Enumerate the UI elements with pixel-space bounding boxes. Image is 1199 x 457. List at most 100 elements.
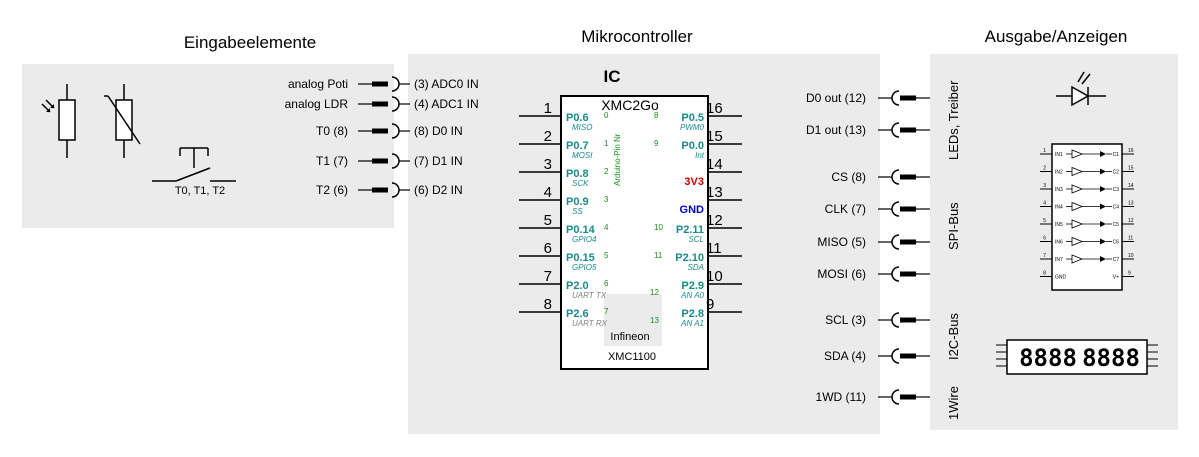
driver-pin-number: 16 <box>1128 148 1134 154</box>
input-section-title: Eingabeelemente <box>184 33 316 52</box>
output-signal-label: SDA (4) <box>824 349 866 363</box>
input-pin-label: (7) D1 IN <box>414 154 463 168</box>
ic-pin-function: SDA <box>688 263 704 272</box>
output-signal-label: D0 out (12) <box>806 91 866 105</box>
ic-pin-function: UART TX <box>572 291 607 300</box>
ic-infineon-box <box>604 294 662 346</box>
connector-socket <box>891 201 900 217</box>
output-signal-label: CS (8) <box>831 170 866 184</box>
ic-arduino-pin: 11 <box>654 251 663 260</box>
connector-plug <box>372 158 388 164</box>
driver-pin-number: 11 <box>1128 236 1133 242</box>
connector-plug <box>900 174 916 180</box>
ic-pin-name: P2.11 <box>676 224 704 236</box>
bus-label-spi: SPI-Bus <box>946 202 961 250</box>
display-digits-right: 8888 <box>1082 344 1140 372</box>
ic-arduino-pin: 7 <box>604 307 609 316</box>
driver-pin-number: 3 <box>1043 183 1046 189</box>
ic-pin-number: 9 <box>706 296 714 313</box>
driver-diode-symbol <box>1100 151 1106 157</box>
connector-socket <box>891 348 900 364</box>
output-connectors: D0 out (12)D1 out (13)CS (8)CLK (7)MISO … <box>806 90 930 405</box>
ic-pin-function: UART RX <box>572 319 608 328</box>
output-signal-label: 1WD (11) <box>816 390 866 404</box>
driver-diode-symbol <box>1100 203 1106 210</box>
ic-arduino-pin: 8 <box>654 111 659 120</box>
ic-arduino-pin: 4 <box>604 223 609 232</box>
driver-diode-symbol <box>1100 221 1106 227</box>
driver-pin-number: 12 <box>1128 218 1134 224</box>
output-connector: D1 out (13) <box>806 122 930 138</box>
ic-pin-name: P2.8 <box>681 308 704 320</box>
pushbutton-symbol <box>152 147 236 182</box>
driver-pin-number: 6 <box>1043 236 1046 242</box>
ic-pin-name: 3V3 <box>684 176 704 188</box>
input-signal-label: T1 (7) <box>316 154 348 168</box>
driver-pin-name: C1 <box>1113 152 1120 158</box>
driver-pin-name: C6 <box>1113 240 1120 246</box>
ic-pin-function: SCL <box>688 235 704 244</box>
driver-pin-number: 7 <box>1043 253 1046 259</box>
connector-plug <box>372 128 388 134</box>
ic-arduino-pin: 2 <box>604 167 609 176</box>
input-connector: analog LDR(4) ADC1 IN <box>285 96 479 112</box>
ic-pin-number: 12 <box>706 212 723 229</box>
driver-diode-symbol <box>1100 168 1106 175</box>
ic-pin-name: P2.10 <box>675 252 704 264</box>
ic-pin-name: P0.5 <box>681 112 704 124</box>
driver-pin-name: IN1 <box>1055 152 1063 158</box>
ic-pin-name: P0.6 <box>566 112 589 124</box>
ic-chip: XMC1100 <box>608 351 656 363</box>
input-connector: T1 (7) (7) D1 IN <box>316 153 463 169</box>
connector-plug <box>372 101 388 107</box>
driver-chip: 1IN116C12IN215C23IN314C34IN413C45IN512C5… <box>1040 143 1134 291</box>
input-signal-label: T2 (6) <box>316 183 348 197</box>
ic-arduino-pin: 6 <box>604 279 609 288</box>
connector-plug <box>900 127 916 133</box>
output-section-title: Ausgabe/Anzeigen <box>985 27 1128 46</box>
output-connector: MOSI (6) <box>817 266 930 282</box>
ic-arduino-pin: 0 <box>604 111 609 120</box>
ic-pin-name: P0.7 <box>566 140 589 152</box>
output-connector: SDA (4) <box>824 348 930 364</box>
output-connector: CS (8) <box>831 169 930 185</box>
driver-pin-number: 13 <box>1128 201 1134 207</box>
ic-arduino-pin: 10 <box>654 223 663 232</box>
ic-pin-number: 10 <box>706 268 723 285</box>
driver-pin-number: 2 <box>1043 166 1046 172</box>
driver-pin-name: IN4 <box>1055 205 1063 211</box>
ic-pin-name: P0.0 <box>681 140 704 152</box>
ic-arduino-pin: 12 <box>650 288 659 297</box>
driver-pin-name: C3 <box>1113 187 1120 193</box>
led-symbol <box>1056 71 1106 107</box>
connector-socket <box>891 169 900 185</box>
ic-pin-number: 8 <box>544 296 552 313</box>
switch-label: T0, T1, T2 <box>175 185 225 197</box>
ic-pin-number: 11 <box>706 240 722 257</box>
input-connector: analog Poti(3) ADC0 IN <box>288 76 479 92</box>
ic-pin-number: 5 <box>544 212 552 229</box>
driver-diode-symbol <box>1100 256 1106 262</box>
ic-arduino-pin: 5 <box>604 251 609 260</box>
ic-pin-number: 16 <box>706 100 723 117</box>
connector-plug <box>900 353 916 359</box>
ic-pin-function: GPIO5 <box>572 263 597 272</box>
driver-pin-number: 14 <box>1128 183 1134 189</box>
display-digits-left: 8888 <box>1019 344 1077 372</box>
connector-plug <box>900 95 916 101</box>
driver-pin-number: 4 <box>1043 201 1046 207</box>
input-pin-label: (8) D0 IN <box>414 124 463 138</box>
driver-chip-body <box>1051 143 1123 291</box>
ic-pin-number: 13 <box>706 184 723 201</box>
ic-arduino-pin: 1 <box>604 139 609 148</box>
output-signal-label: MOSI (6) <box>817 267 866 281</box>
connector-socket <box>891 234 900 250</box>
connector-plug <box>900 206 916 212</box>
ic-pin-number: 14 <box>706 156 723 173</box>
driver-pin-number: 5 <box>1043 218 1046 224</box>
connector-plug <box>900 394 916 400</box>
connector-socket <box>891 389 900 405</box>
output-connector: CLK (7) <box>825 201 930 217</box>
bus-label-i2c: I2C-Bus <box>946 313 961 360</box>
